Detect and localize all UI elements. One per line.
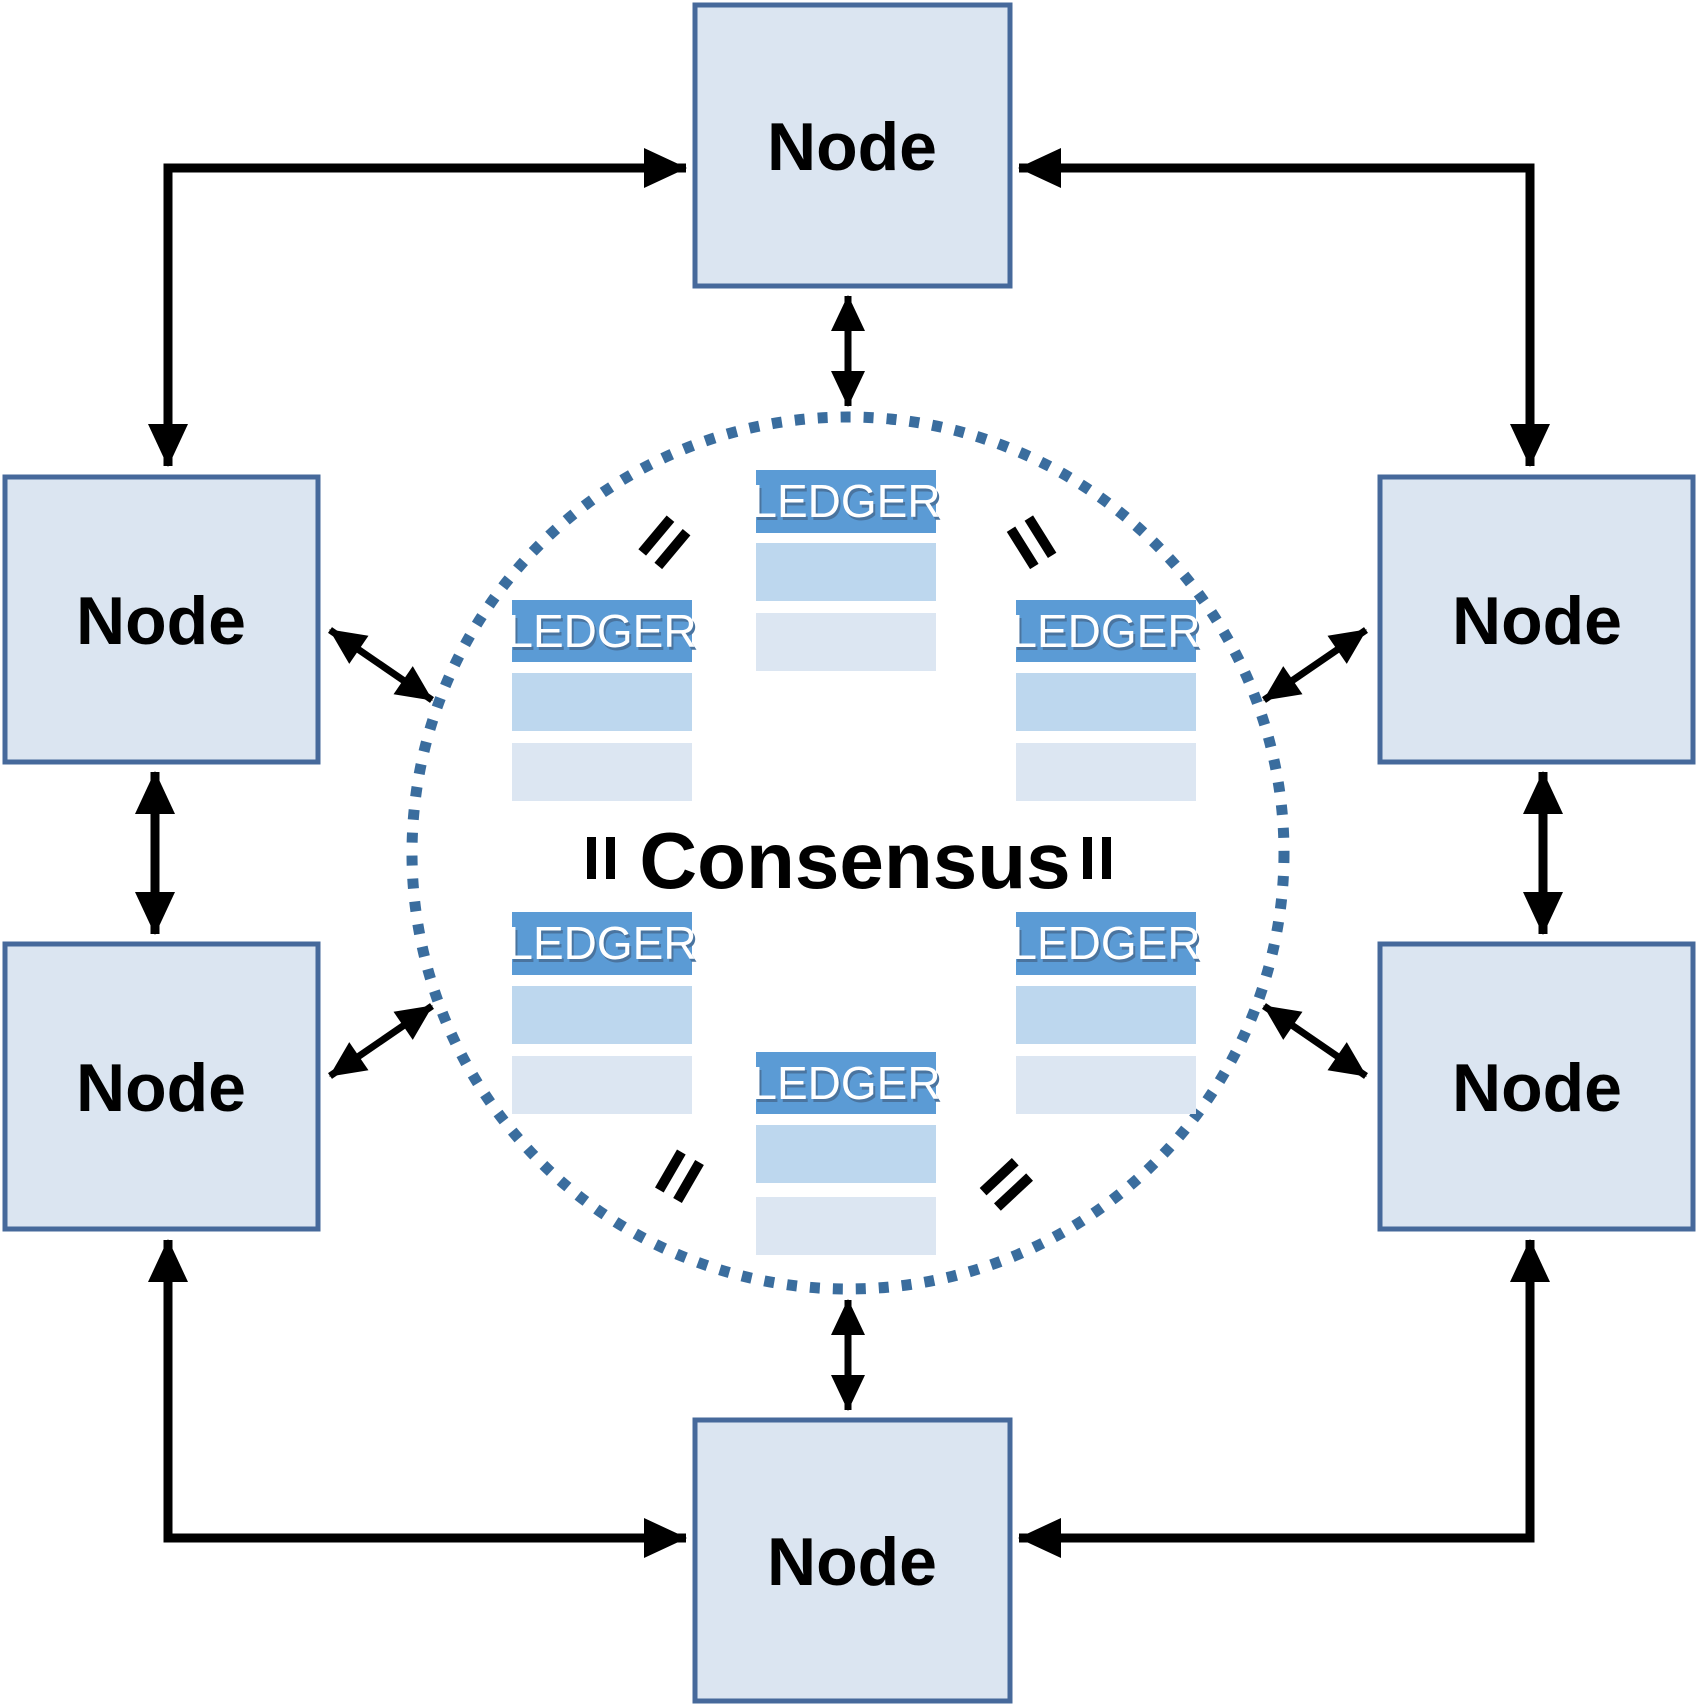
- equals-icon-lower-left: [655, 1149, 704, 1204]
- node-upper-left-label: Node: [76, 583, 246, 659]
- ledger-low-left-label: LEDGER: [507, 917, 696, 969]
- ledger-mid-right: LEDGER LEDGER: [1011, 600, 1203, 801]
- ledger-low-left-label-shadow: LEDGER: [509, 920, 698, 972]
- node-lower-left-label: Node: [76, 1050, 246, 1126]
- equals-icon-upper-right: [1006, 515, 1057, 570]
- node-bottom-label: Node: [767, 1524, 937, 1600]
- ledger-bottom-center-label: LEDGER: [751, 1057, 940, 1109]
- node-top-label: Node: [767, 109, 937, 185]
- node-upper-right: Node: [1377, 474, 1696, 765]
- equals-icon-upper-left: [638, 515, 691, 570]
- ledger-mid-right-label: LEDGER: [1011, 605, 1200, 657]
- ledger-bottom-center-label-shadow: LEDGER: [753, 1060, 942, 1112]
- node-lower-right-label: Node: [1452, 1050, 1622, 1126]
- node-bottom: Node: [692, 1417, 1013, 1704]
- ledger-low-right-label: LEDGER: [1011, 917, 1200, 969]
- equals-icon-lower-right: [979, 1158, 1034, 1211]
- ledger-mid-left: LEDGER LEDGER: [507, 600, 699, 801]
- equals-icon-mid-left: [587, 837, 615, 879]
- connector-lowerleft-circle: [328, 1003, 434, 1079]
- ledger-bottom-center: LEDGER LEDGER: [751, 1052, 943, 1255]
- node-top: Node: [692, 2, 1013, 289]
- ledger-mid-left-label: LEDGER: [507, 605, 696, 657]
- ledger-low-right-label-shadow: LEDGER: [1013, 920, 1202, 972]
- ledger-top-center-label-shadow: LEDGER: [753, 478, 942, 530]
- connector-bottomright-elbow: [1018, 1239, 1550, 1558]
- ledger-mid-left-label-shadow: LEDGER: [509, 608, 698, 660]
- node-upper-right-label: Node: [1452, 583, 1622, 659]
- consensus-title: Consensus: [639, 816, 1070, 905]
- consensus-boundary-circle: [406, 411, 1290, 1295]
- ledger-top-center-label: LEDGER: [751, 475, 940, 527]
- equals-icon-mid-right: [1083, 837, 1111, 879]
- ledger-low-right: LEDGER LEDGER: [1011, 912, 1203, 1114]
- ledger-mid-right-label-shadow: LEDGER: [1013, 608, 1202, 660]
- connector-bottomleft-elbow: [148, 1239, 687, 1558]
- ledger-top-center: LEDGER LEDGER: [751, 470, 943, 671]
- ledger-low-left: LEDGER LEDGER: [507, 912, 699, 1114]
- node-upper-left: Node: [2, 474, 321, 765]
- node-lower-right: Node: [1377, 941, 1696, 1232]
- connector-lowerright-circle: [1262, 1003, 1368, 1079]
- connector-upperleft-circle: [328, 627, 434, 703]
- connector-upperright-circle: [1262, 627, 1368, 703]
- connector-topleft-elbow: [148, 148, 687, 467]
- connector-topright-elbow: [1018, 148, 1550, 467]
- node-lower-left: Node: [2, 941, 321, 1232]
